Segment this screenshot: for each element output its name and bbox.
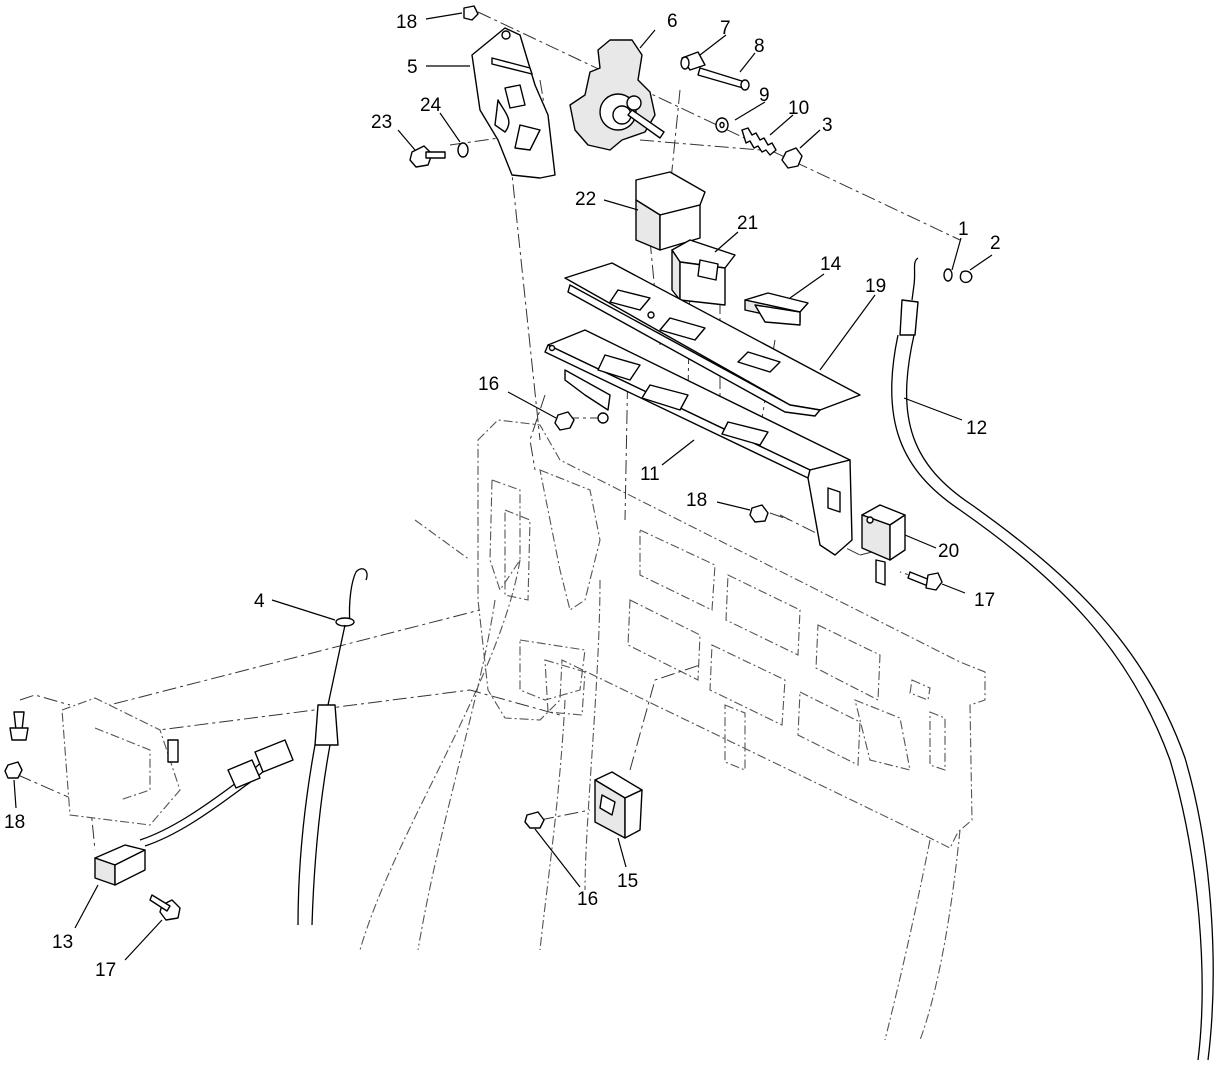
part-4-cable — [297, 568, 368, 926]
callout-20: 21 — [737, 213, 758, 234]
callout-12: 12 — [966, 418, 987, 439]
callout-24: 24 — [420, 95, 442, 116]
part-3-nut — [781, 147, 803, 169]
callout-13: 13 — [52, 932, 73, 953]
part-22-flange-bolt — [409, 145, 446, 168]
callout-9: 9 — [759, 85, 770, 106]
part-12-cable — [891, 257, 1214, 1061]
part-18-nut-left — [4, 761, 23, 779]
part-20-switch-holder — [671, 239, 736, 306]
part-19-seat-sensor — [861, 504, 906, 586]
callout-3: 3 — [822, 115, 833, 136]
part-18-nut-middle — [749, 504, 769, 523]
callout-labels: 18 5 6 7 8 9 10 3 23 24 22 21 14 19 1 2 … — [4, 11, 1001, 981]
callout-16-lower: 16 — [577, 889, 598, 910]
part-10-spring — [741, 127, 777, 156]
part-9-washer — [715, 117, 729, 133]
callout-6: 6 — [667, 11, 678, 32]
callout-18-top: 18 — [396, 12, 417, 33]
part-11-console-bracket — [544, 329, 853, 556]
part-18-nut-top — [463, 5, 479, 21]
callout-23: 19 — [865, 276, 886, 297]
part-16-bolt-upper — [554, 411, 575, 431]
part-17-bolt-left — [149, 894, 181, 921]
part-14-blank-plug — [744, 292, 809, 326]
callout-8: 8 — [754, 36, 765, 57]
part-6-adjust-knob — [569, 39, 665, 151]
part-1-washer — [943, 268, 953, 282]
callout-17-right: 17 — [974, 590, 995, 611]
callout-18-middle: 18 — [686, 490, 707, 511]
part-24-washer — [457, 142, 469, 158]
part-17-bolt-right — [907, 571, 943, 591]
callout-7: 7 — [720, 18, 731, 39]
callout-4: 4 — [254, 591, 265, 612]
callout-2: 2 — [990, 233, 1001, 254]
callout-5: 5 — [407, 57, 418, 78]
callout-17-left: 17 — [95, 960, 116, 981]
callout-11: 11 — [640, 464, 660, 485]
leader-lines — [13, 12, 993, 961]
callout-10: 10 — [788, 98, 809, 119]
callout-22: 23 — [371, 112, 392, 133]
callout-16-upper: 16 — [478, 374, 499, 395]
part-15-connector — [594, 771, 643, 839]
part-13-sensor-harness — [61, 697, 294, 886]
seat-frame-phantom — [359, 419, 986, 1041]
part-2-clip — [959, 270, 973, 284]
callout-19: 20 — [938, 541, 959, 562]
callout-15: 15 — [617, 871, 638, 892]
left-stud — [9, 711, 29, 741]
part-21-switch — [635, 171, 706, 251]
callout-18-left: 18 — [4, 812, 25, 833]
part-23-decal-plate — [564, 262, 861, 417]
part-7-spacer — [680, 51, 706, 71]
callout-21: 22 — [575, 189, 596, 210]
callout-1: 1 — [958, 219, 969, 240]
part-5-bracket-plate — [471, 27, 556, 179]
part-8-bolt — [697, 67, 750, 91]
part-16-bolt-lower — [524, 811, 545, 829]
callout-14: 14 — [820, 254, 842, 275]
